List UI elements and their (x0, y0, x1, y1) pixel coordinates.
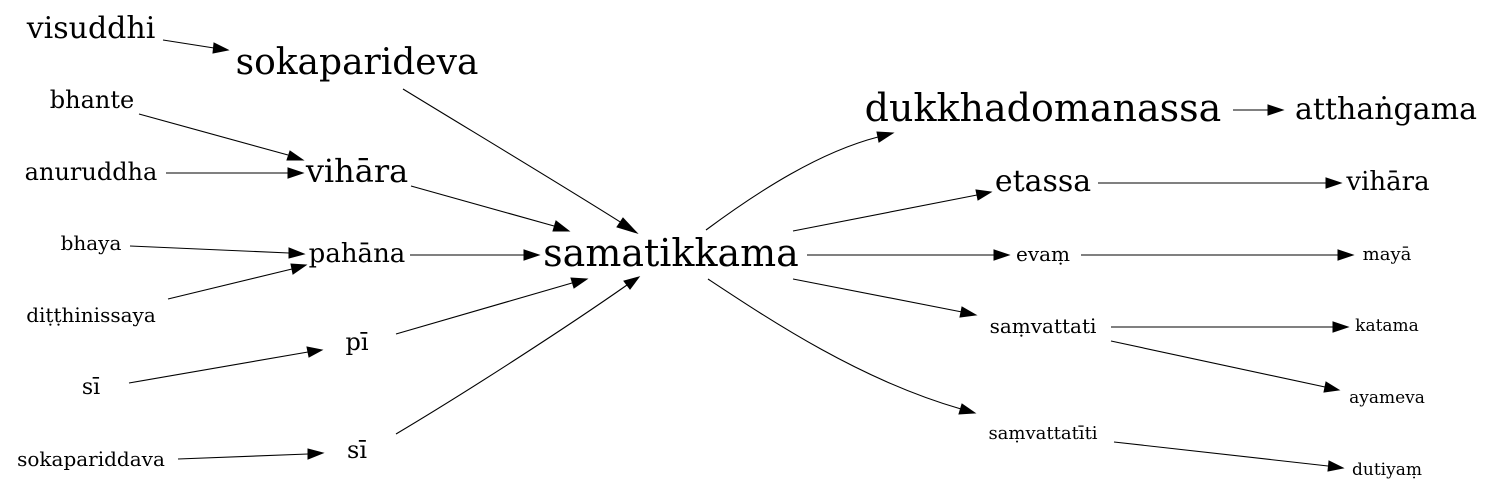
node-label: bhante (50, 86, 134, 114)
node-si-b: sī (347, 436, 367, 464)
node-label: samatikkama (543, 231, 799, 275)
edge-samatikkama-dukkhadomanassa (705, 131, 895, 231)
node-label: dukkhadomanassa (865, 86, 1222, 130)
node-samvattati: saṃvattati (990, 314, 1097, 338)
node-label: dutiyaṃ (1352, 460, 1422, 480)
edge-samvattatiti-dutiyam (1113, 441, 1345, 472)
node-label: sokapariddava (17, 447, 165, 471)
node-label: sī (82, 375, 100, 400)
node-pahana: pahāna (309, 239, 406, 269)
node-label: atthaṅgama (1295, 92, 1477, 127)
edge-samatikkama-samvattatiti (707, 278, 977, 415)
node-label: pahāna (309, 239, 406, 269)
node-label: evaṃ (1016, 242, 1070, 266)
edge-samvattati-katama (1111, 321, 1350, 333)
edges (128, 39, 1355, 472)
node-label: ayameva (1349, 388, 1425, 408)
edge-pahana-samatikkama (410, 249, 541, 261)
node-bhaya: bhaya (61, 231, 122, 255)
node-label: pī (345, 328, 368, 356)
node-samatikkama: samatikkama (543, 231, 799, 275)
edge-vihara-samatikkama (410, 185, 571, 232)
node-anuruddha: anuruddha (25, 158, 158, 186)
edge-ditthinissaya-pahana (167, 263, 308, 300)
node-label: diṭṭhinissaya (26, 303, 156, 327)
edge-samvattati-ayameva (1110, 340, 1341, 393)
node-maya: mayā (1363, 244, 1412, 265)
node-label: mayā (1363, 244, 1412, 265)
edge-dukkhadomanassa-atthangama (1233, 104, 1285, 116)
edge-pi-samatikkama (395, 277, 589, 335)
node-katama: katama (1355, 316, 1419, 336)
node-label: vihāra (1345, 167, 1429, 197)
node-label: visuddhi (26, 11, 156, 46)
edge-etassa-vihara (1098, 177, 1343, 189)
edge-samatikkama-samvattati (792, 278, 978, 318)
node-dukkhadomanassa: dukkhadomanassa (865, 86, 1222, 130)
node-bhante: bhante (50, 86, 134, 114)
node-samvattatiti: saṃvattatīti (988, 423, 1097, 444)
node-label: katama (1355, 316, 1419, 336)
node-vihara-right: vihāra (1345, 167, 1429, 197)
node-etassa: etassa (995, 164, 1091, 199)
node-ayameva: ayameva (1349, 388, 1425, 408)
node-si-a: sī (82, 375, 100, 400)
node-visuddhi: visuddhi (26, 11, 156, 46)
node-atthangama: atthaṅgama (1295, 92, 1477, 127)
node-label: anuruddha (25, 158, 158, 186)
node-pi: pī (345, 328, 368, 356)
edge-samatikkama-evam (807, 249, 1011, 261)
node-sokapariddava: sokapariddava (17, 447, 165, 471)
node-label: saṃvattati (990, 314, 1097, 338)
node-label: sī (347, 436, 367, 464)
node-sokaparideva: sokaparideva (236, 42, 479, 83)
edge-sokapariddava-si (177, 448, 325, 460)
edge-samatikkama-etassa (792, 189, 993, 232)
edge-bhaya-pahana (129, 245, 306, 259)
edge-si-pi (128, 346, 324, 384)
node-dutiyam: dutiyaṃ (1352, 460, 1422, 480)
node-ditthinissaya: diṭṭhinissaya (26, 303, 156, 327)
edge-evam-maya (1081, 249, 1355, 261)
node-label: saṃvattatīti (988, 423, 1097, 444)
node-label: bhaya (61, 231, 122, 255)
node-label: sokaparideva (236, 42, 479, 83)
node-label: vihāra (305, 152, 408, 190)
edge-sokaparideva-samatikkama (402, 88, 639, 235)
edge-visuddhi-sokaparideva (162, 39, 230, 54)
edge-anuruddha-vihara (166, 167, 305, 179)
node-evam: evaṃ (1016, 242, 1070, 266)
nodes: visuddhi sokaparideva bhante anuruddha v… (17, 11, 1477, 480)
node-label: etassa (995, 164, 1091, 199)
edge-si-samatikkama (395, 276, 641, 435)
node-vihara-left: vihāra (305, 152, 408, 190)
edge-bhante-vihara (138, 113, 305, 161)
